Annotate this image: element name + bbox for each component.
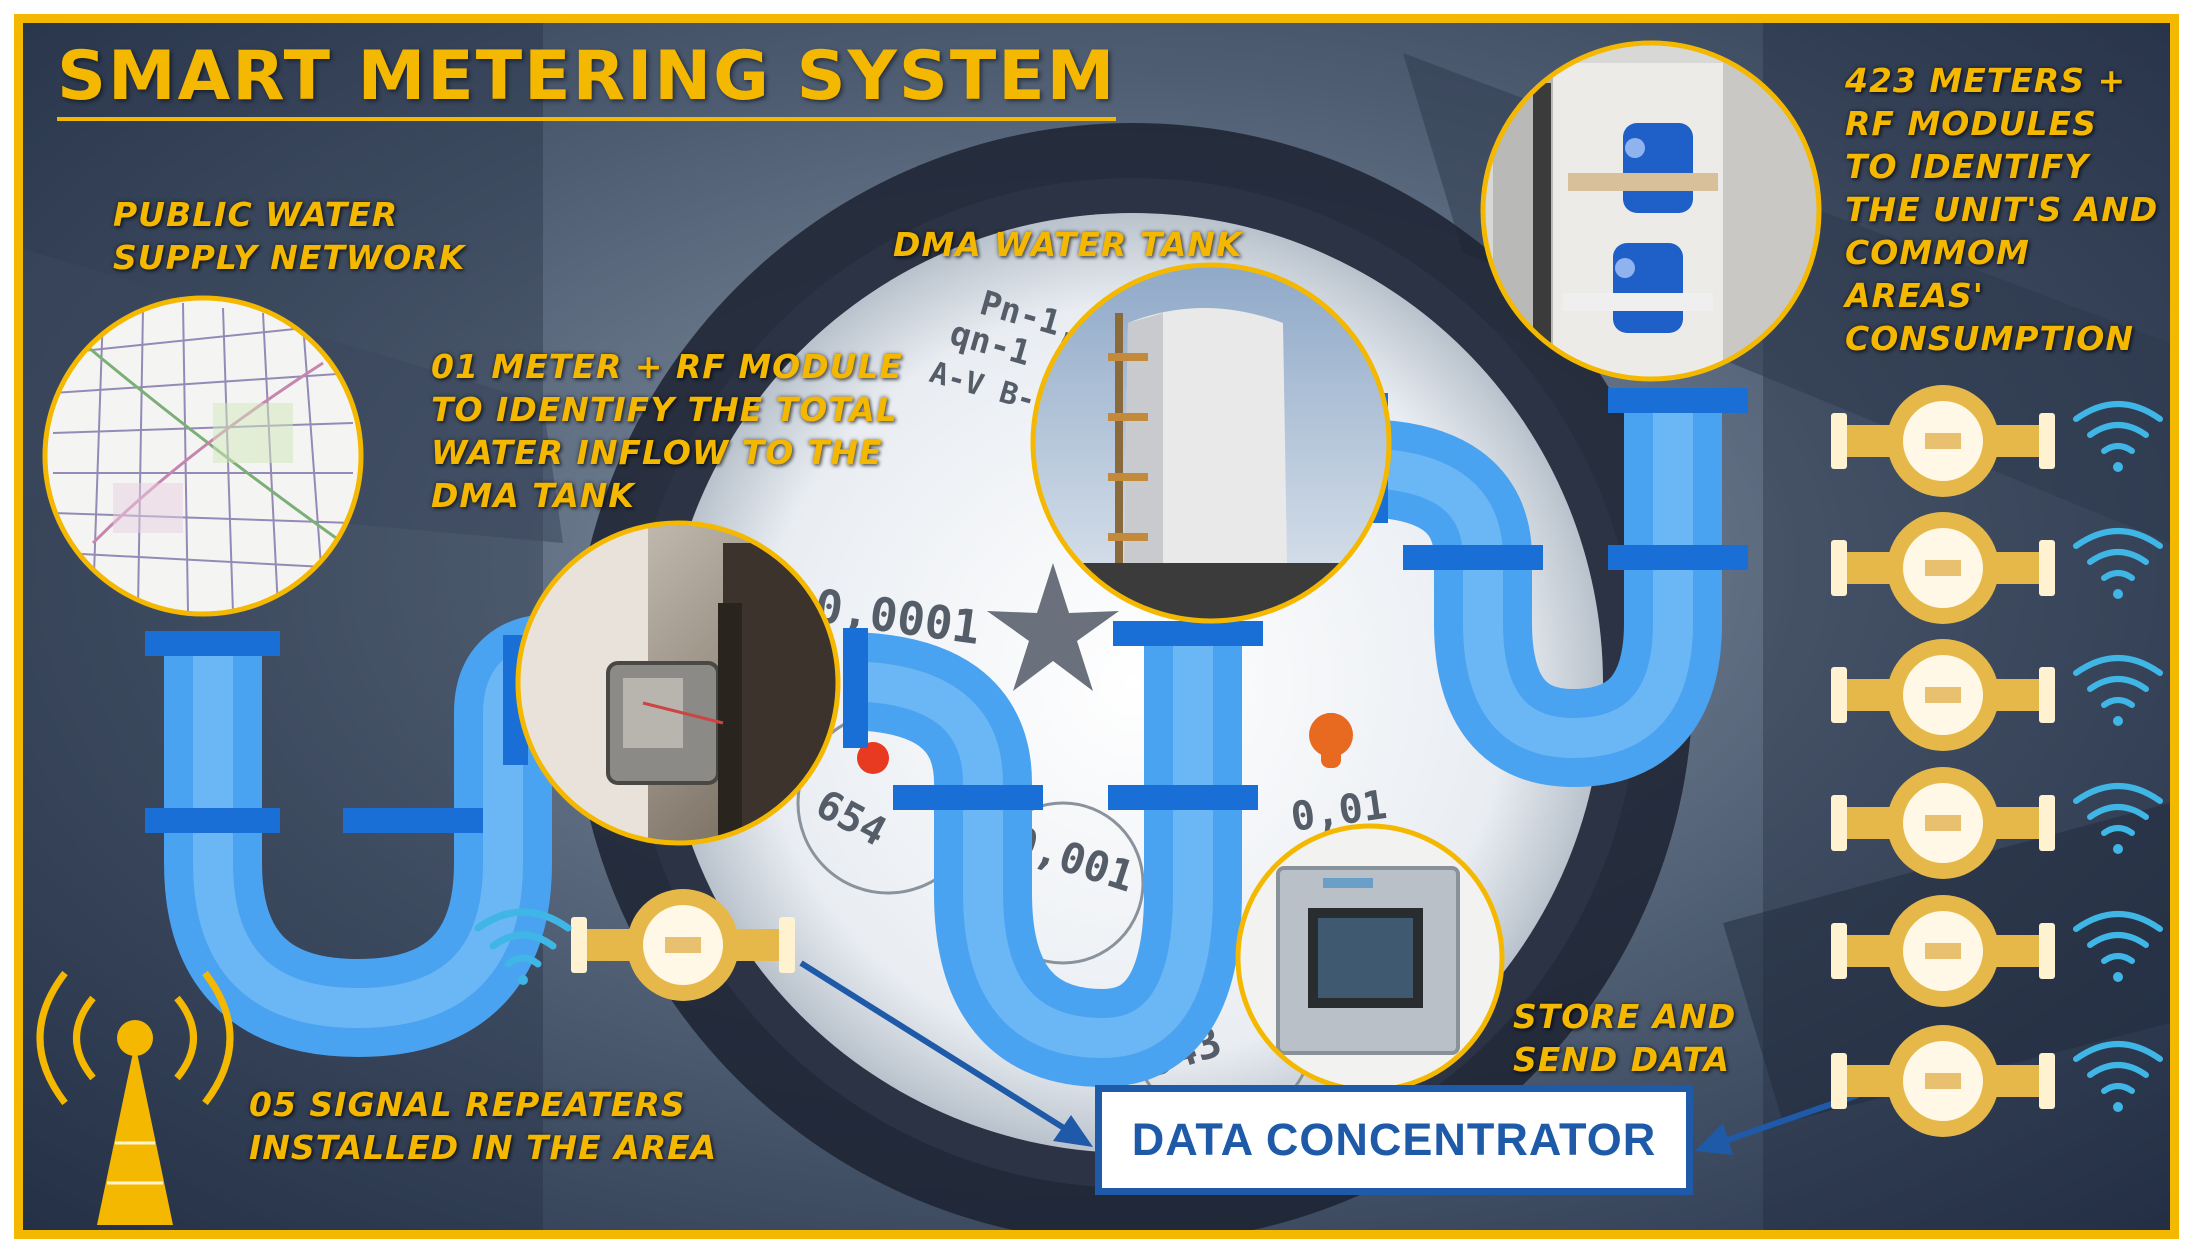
wifi-icon — [2073, 655, 2163, 726]
wifi-icon — [474, 908, 572, 985]
label-signal-repeaters: 05 SIGNAL REPEATERS INSTALLED IN THE ARE… — [249, 1085, 718, 1167]
antenna-icon — [36, 970, 234, 1225]
wifi-icon — [2073, 783, 2163, 854]
page-title: SMART METERING SYSTEM — [57, 37, 1117, 121]
network-map-photo — [42, 295, 364, 617]
inflow-meter-photo — [515, 520, 841, 846]
pipe-middle — [842, 621, 1263, 1088]
wifi-icon — [2073, 911, 2163, 982]
data-concentrator-box: DATA CONCENTRATOR — [1095, 1085, 1693, 1195]
data-concentrator-photo — [1235, 823, 1505, 1093]
label-public-water-supply: PUBLIC WATER SUPPLY NETWORK — [113, 195, 466, 277]
unit-meter-column — [1831, 385, 2163, 1137]
wifi-icon — [2073, 1041, 2163, 1112]
water-meter-icon — [571, 889, 795, 1001]
infographic-frame: 0,0001 0,001 0,01 654 6543 Pn-1,0 qn-1 A… — [14, 14, 2179, 1239]
dma-tank-photo — [1030, 262, 1392, 624]
water-meter-icon — [1831, 639, 2055, 751]
water-meter-icon — [1831, 512, 2055, 624]
label-store-send-data: STORE AND SEND DATA — [1513, 997, 1737, 1079]
water-meter-icon — [1831, 895, 2055, 1007]
water-meter-icon — [1831, 767, 2055, 879]
label-dma-water-tank: DMA WATER TANK — [893, 225, 1243, 264]
label-inflow-meter: 01 METER + RF MODULE TO IDENTIFY THE TOT… — [431, 347, 903, 515]
data-concentrator-label: DATA CONCENTRATOR — [1131, 1114, 1657, 1165]
meter-star-wheel — [987, 563, 1119, 691]
water-meter-icon — [1831, 385, 2055, 497]
label-unit-meters: 423 METERS + RF MODULES TO IDENTIFY THE … — [1845, 61, 2159, 358]
water-meter-icon — [1831, 1025, 2055, 1137]
infographic-canvas: 0,0001 0,001 0,01 654 6543 Pn-1,0 qn-1 A… — [23, 23, 2170, 1230]
wifi-icon — [2073, 401, 2163, 472]
wifi-icon — [2073, 528, 2163, 599]
pipe-left — [145, 614, 556, 1058]
